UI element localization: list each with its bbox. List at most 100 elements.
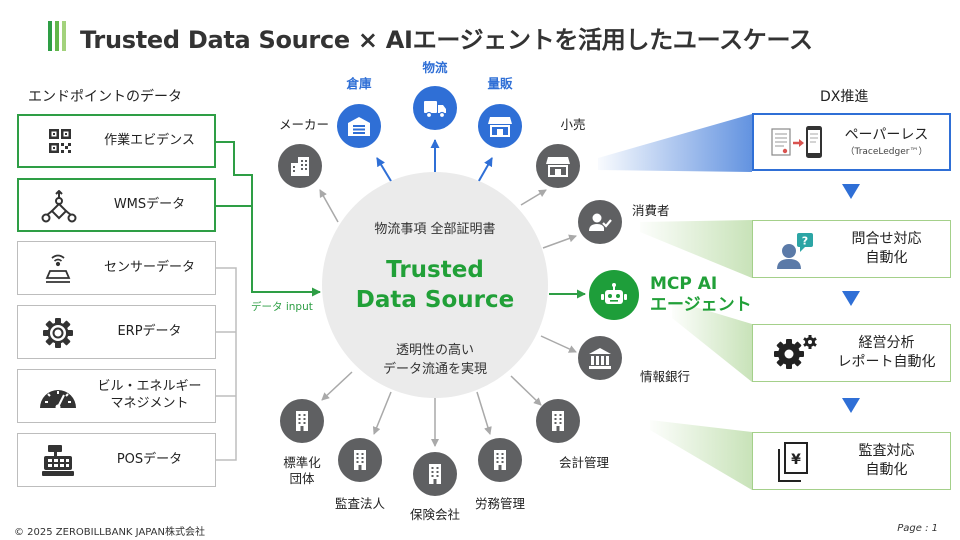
arrow-to-audit <box>372 391 392 435</box>
yen-document-icon: ¥ <box>778 442 808 482</box>
title-accent-bars <box>48 21 68 51</box>
mcp-ai-agent-label: MCP AI エージェント <box>650 274 752 317</box>
robot-icon <box>601 283 627 304</box>
wholesale-node[interactable] <box>478 104 522 148</box>
endpoint-building-energy[interactable]: ビル・エネルギー マネジメント <box>17 369 216 423</box>
info-bank-label: 情報銀行 <box>640 369 691 384</box>
retail-label: 小売 <box>560 117 586 132</box>
wholesale-label: 量販 <box>487 76 513 91</box>
dx-title: ペーパーレス <box>844 126 929 143</box>
hub-top-text: 物流事項 全部証明書 <box>374 222 496 237</box>
insurance-node[interactable] <box>413 452 457 496</box>
endpoint-bus-gray <box>216 267 237 461</box>
dx-analytics-report[interactable]: 経営分析 レポート自動化 <box>752 324 951 382</box>
warehouse-node[interactable] <box>337 104 381 148</box>
dx-title-line2: レポート自動化 <box>837 354 936 370</box>
dx-title-line2: 自動化 <box>865 462 908 478</box>
beam-consumer-inquiry <box>640 220 752 278</box>
dx-paperless[interactable]: ペーパーレス （TraceLedger™） <box>752 113 951 171</box>
down-arrow-2 <box>842 291 860 306</box>
endpoint-label: ビル・エネルギー マネジメント <box>97 379 202 411</box>
dx-text: ペーパーレス （TraceLedger™） <box>830 115 943 169</box>
endpoint-label: 作業エビデンス <box>104 132 195 148</box>
arrow-to-retail <box>520 189 547 206</box>
accounting-label: 会計管理 <box>558 455 609 470</box>
dx-audit-automation[interactable]: ¥ 監査対応 自動化 <box>752 432 951 490</box>
mcp-ai-agent-node[interactable] <box>589 270 639 320</box>
info-bank-node[interactable] <box>578 336 622 380</box>
endpoint-erp-data[interactable]: ERPデータ <box>17 305 216 359</box>
hub-name-line2: Data Source <box>355 286 515 313</box>
endpoint-label: ERPデータ <box>117 323 182 339</box>
hub-bottom-text: 透明性の高い データ流通を実現 <box>322 342 548 380</box>
qr-code-icon <box>49 129 71 153</box>
insurance-label: 保険会社 <box>409 507 460 522</box>
trusted-data-source-hub: 物流事項 全部証明書 Trusted Data Source 透明性の高い デー… <box>322 172 548 398</box>
endpoint-bus-green <box>216 141 320 292</box>
gear-icon <box>43 318 73 348</box>
sensor-icon <box>45 254 71 283</box>
building-icon <box>429 464 441 484</box>
standards-body-label: 標準化 団体 <box>283 455 321 487</box>
dx-title: 経営分析 <box>858 335 915 352</box>
standards-body-node[interactable] <box>280 399 324 443</box>
retail-node[interactable] <box>536 144 580 188</box>
cash-register-icon <box>42 445 74 476</box>
workflow-icon <box>41 190 77 223</box>
down-arrow-1 <box>842 184 860 199</box>
dx-inquiry-automation[interactable]: ? 問合せ対応 自動化 <box>752 220 951 278</box>
dx-text: 問合せ対応 自動化 <box>829 221 944 277</box>
maker-label: メーカー <box>278 117 329 132</box>
hub-name-line1: Trusted <box>386 257 484 283</box>
audit-firm-node[interactable] <box>338 438 382 482</box>
endpoint-label: POSデータ <box>116 451 183 467</box>
beam-agent-audit <box>650 420 752 490</box>
arrow-to-consumer <box>542 234 577 249</box>
bank-icon <box>589 348 611 369</box>
endpoint-wms-data[interactable]: WMSデータ <box>17 178 216 232</box>
accounting-node[interactable] <box>536 399 580 443</box>
dx-text: 経営分析 レポート自動化 <box>829 325 944 381</box>
arrow-to-maker <box>319 189 339 223</box>
arrow-to-info-bank <box>540 335 577 353</box>
store-icon <box>488 117 512 137</box>
analytics-gear-icon <box>774 335 817 369</box>
user-check-icon <box>589 213 612 231</box>
page-title: Trusted Data Source × AIエージェントを活用したユースケー… <box>80 26 813 54</box>
labor-label: 労務管理 <box>474 496 525 511</box>
paperless-icon <box>771 126 822 158</box>
hub-bottom-line1: 透明性の高い <box>395 343 474 358</box>
maker-node[interactable] <box>278 144 322 188</box>
building-icon <box>296 411 308 431</box>
endpoint-label: センサーデータ <box>103 259 195 275</box>
consumer-node[interactable] <box>578 200 622 244</box>
hub-bottom-line2: データ流通を実現 <box>382 361 487 377</box>
logistics-label: 物流 <box>422 60 448 75</box>
building-icon <box>552 411 564 431</box>
buildings-icon <box>291 157 309 176</box>
labor-node[interactable] <box>478 438 522 482</box>
beam-agent-analytics <box>672 300 752 382</box>
endpoint-label: WMSデータ <box>113 196 186 212</box>
hub-name: Trusted Data Source <box>322 256 548 316</box>
logistics-node[interactable] <box>413 86 457 130</box>
mcp-ai-agent-label-line1: MCP AI <box>650 274 718 294</box>
endpoint-sensor-data[interactable]: センサーデータ <box>17 241 216 295</box>
gauge-icon <box>40 390 76 410</box>
dx-subtitle: （TraceLedger™） <box>845 146 928 157</box>
page-number: Page : 1 <box>897 523 938 534</box>
dx-title: 問合せ対応 <box>851 231 922 248</box>
svg-text:?: ? <box>802 235 808 248</box>
endpoint-pos-data[interactable]: POSデータ <box>17 433 216 487</box>
data-input-label: データ input <box>251 301 313 313</box>
consumer-label: 消費者 <box>632 203 670 218</box>
inquiry-icon: ? <box>777 233 813 269</box>
building-icon <box>354 450 366 470</box>
store-icon <box>546 157 570 177</box>
arrow-to-accounting <box>510 375 542 406</box>
arrow-to-standards <box>321 371 353 401</box>
audit-firm-label: 監査法人 <box>334 496 385 511</box>
copyright: © 2025 ZEROBILLBANK JAPAN株式会社 <box>14 527 205 538</box>
endpoint-work-evidence[interactable]: 作業エビデンス <box>17 114 216 168</box>
svg-text:¥: ¥ <box>791 452 801 468</box>
